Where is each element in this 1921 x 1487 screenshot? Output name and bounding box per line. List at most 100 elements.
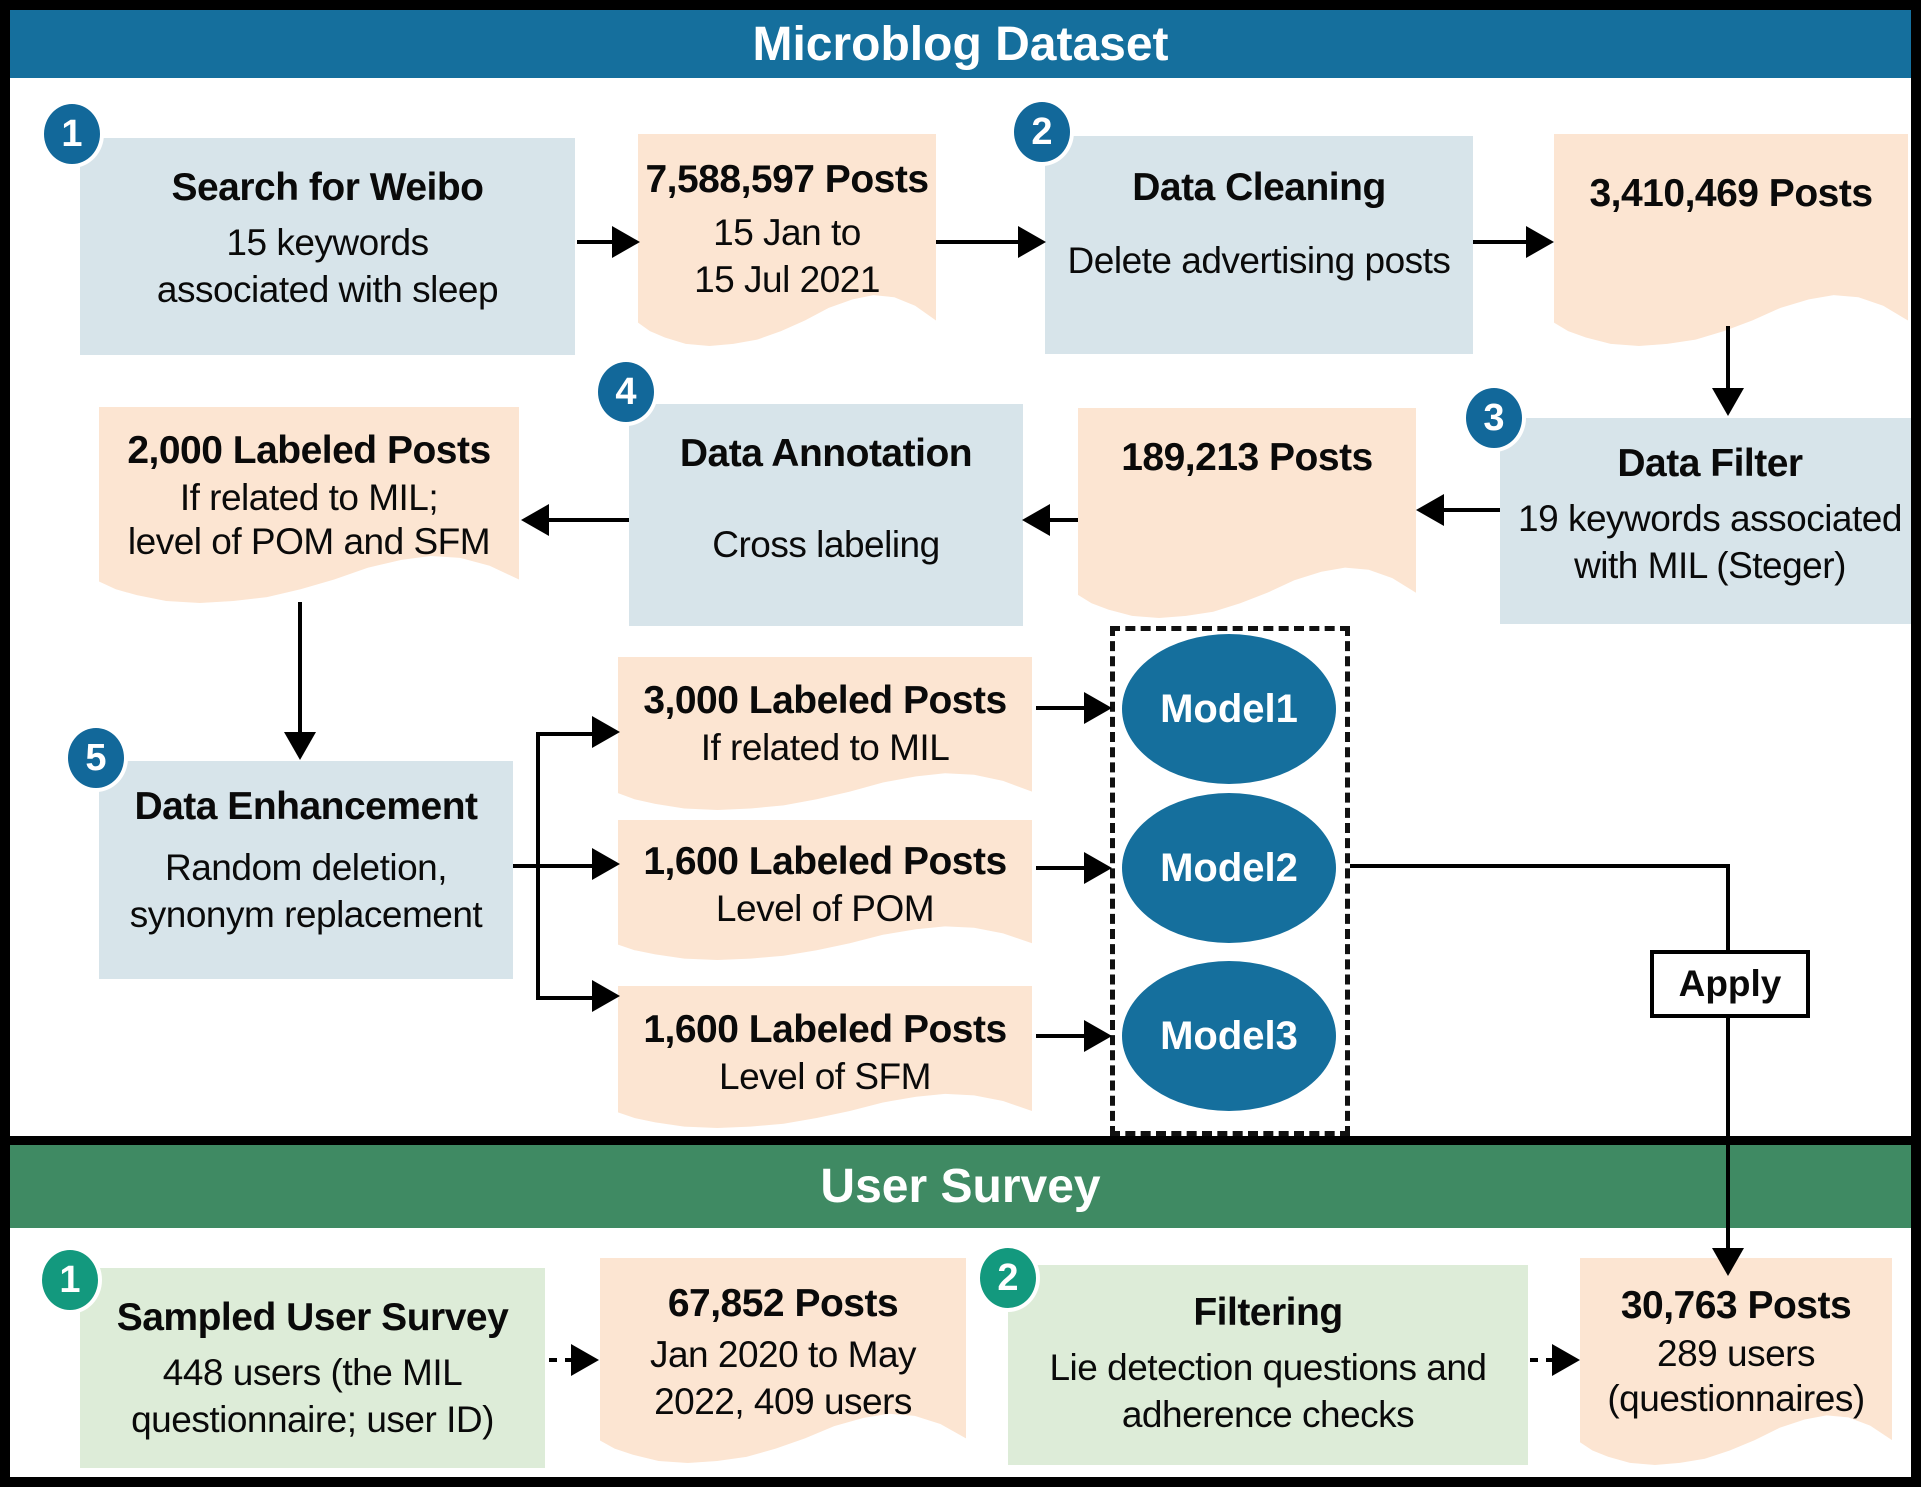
arrow-right-icon [1526,226,1554,258]
arrow-line [1050,518,1078,522]
arrow-right-icon [571,1344,599,1376]
box-line: synonym replacement [129,894,483,935]
doc-3410469-posts: 3,410,469 Posts [1554,134,1908,346]
arrow-line [1036,706,1086,710]
doc-line: (questionnaires) [1607,1378,1865,1419]
microblog-banner: Microblog Dataset [10,10,1911,78]
step-number: 5 [85,736,107,779]
doc-line: If related to MIL [700,727,950,768]
arrow-line [1036,1034,1086,1038]
model-label: Model2 [1160,845,1298,890]
arrow-left-icon [521,504,549,536]
doc-line: Level of SFM [719,1056,931,1097]
doc-title: 7,588,597 Posts [645,158,929,201]
arrow-right-icon [1084,852,1112,884]
model3-ellipse: Model3 [1122,961,1336,1111]
process-box-data-enhancement: Data Enhancement Random deletion, synony… [99,761,513,979]
arrow-left-icon [1022,504,1050,536]
box-line: adherence checks [1121,1394,1415,1435]
doc-title: 3,410,469 Posts [1589,172,1873,215]
doc-title: 67,852 Posts [667,1282,899,1325]
arrow-line [536,864,594,868]
connector-line [513,864,540,868]
arrow-right-icon [1084,1020,1112,1052]
doc-line: level of POM and SFM [127,521,491,562]
arrow-line [1444,508,1500,512]
arrow-line [1726,326,1730,390]
doc-line: 289 users [1657,1333,1816,1374]
process-box-data-filter: Data Filter 19 keywords associated with … [1500,418,1911,624]
apply-box: Apply [1650,950,1810,1018]
arrow-right-icon [592,980,620,1012]
arrow-down-icon [284,732,316,760]
apply-path-line [1726,864,1730,1250]
box-line: with MIL (Steger) [1574,545,1846,586]
step-number: 2 [997,1256,1019,1299]
box-title: Search for Weibo [171,166,484,209]
doc-line: 2022, 409 users [654,1381,912,1422]
doc-3000-labeled-posts: 3,000 Labeled Posts If related to MIL [618,657,1032,810]
doc-line: Jan 2020 to May [649,1334,917,1375]
step-number: 3 [1483,396,1505,439]
doc-line: If related to MIL; [179,477,439,518]
model1-ellipse: Model1 [1122,634,1336,784]
dashed-arrow-line [1530,1358,1554,1362]
doc-1600-labeled-posts-sfm: 1,600 Labeled Posts Level of SFM [618,986,1032,1128]
box-line: Delete advertising posts [1067,240,1451,281]
box-line: questionnaire; user ID) [131,1399,494,1440]
user-survey-banner: User Survey [10,1136,1911,1228]
process-box-search-weibo: Search for Weibo 15 keywords associated … [80,138,575,355]
box-line: Lie detection questions and [1049,1347,1487,1388]
arrow-line [298,602,302,736]
model-label: Model1 [1160,686,1298,731]
box-line: 448 users (the MIL [162,1352,463,1393]
user-survey-banner-title: User Survey [820,1160,1101,1213]
step-number: 1 [59,1258,81,1301]
step-circle-1: 1 [40,100,104,168]
box-line: 19 keywords associated [1518,498,1902,539]
box-title: Data Filter [1617,442,1803,485]
model2-ellipse: Model2 [1122,793,1336,943]
doc-30763-posts: 30,763 Posts 289 users (questionnaires) [1580,1258,1892,1465]
box-title: Data Cleaning [1132,166,1386,209]
arrow-right-icon [1552,1344,1580,1376]
box-title: Sampled User Survey [116,1296,509,1339]
doc-title: 189,213 Posts [1121,436,1373,479]
box-line: Cross labeling [712,524,940,565]
step-circle-3: 3 [1462,384,1526,452]
arrow-down-icon [1712,1248,1744,1276]
microblog-banner-title: Microblog Dataset [752,17,1169,71]
model-label: Model3 [1160,1013,1298,1058]
box-title: Data Enhancement [134,785,478,828]
arrow-line [936,240,1018,244]
box-title: Data Annotation [679,432,973,475]
models-group-box [1110,626,1350,1136]
arrow-right-icon [612,226,640,258]
doc-title: 1,600 Labeled Posts [643,840,1007,883]
arrow-right-icon [1018,226,1046,258]
doc-189213-posts: 189,213 Posts [1078,408,1416,618]
apply-label: Apply [1678,963,1782,1004]
doc-title: 3,000 Labeled Posts [643,679,1007,722]
doc-line: Level of POM [715,888,935,929]
arrow-right-icon [592,848,620,880]
arrow-line [547,518,629,522]
doc-2000-labeled-posts: 2,000 Labeled Posts If related to MIL; l… [99,407,519,603]
step-circle-2: 2 [1010,98,1074,166]
arrow-left-icon [1416,494,1444,526]
doc-title: 30,763 Posts [1620,1284,1852,1327]
arrow-line [1473,240,1526,244]
box-line: associated with sleep [156,269,499,310]
doc-line: 15 Jan to [713,212,861,253]
survey-step-circle-2: 2 [976,1244,1040,1312]
arrow-line [536,996,594,1000]
arrow-line [1036,866,1086,870]
step-number: 1 [61,112,83,155]
doc-title: 2,000 Labeled Posts [127,429,491,472]
doc-line: 15 Jul 2021 [694,259,880,300]
doc-1600-labeled-posts-pom: 1,600 Labeled Posts Level of POM [618,820,1032,960]
step-circle-5: 5 [64,724,128,792]
process-box-data-cleaning: Data Cleaning Delete advertising posts [1045,136,1473,354]
arrow-down-icon [1712,388,1744,416]
